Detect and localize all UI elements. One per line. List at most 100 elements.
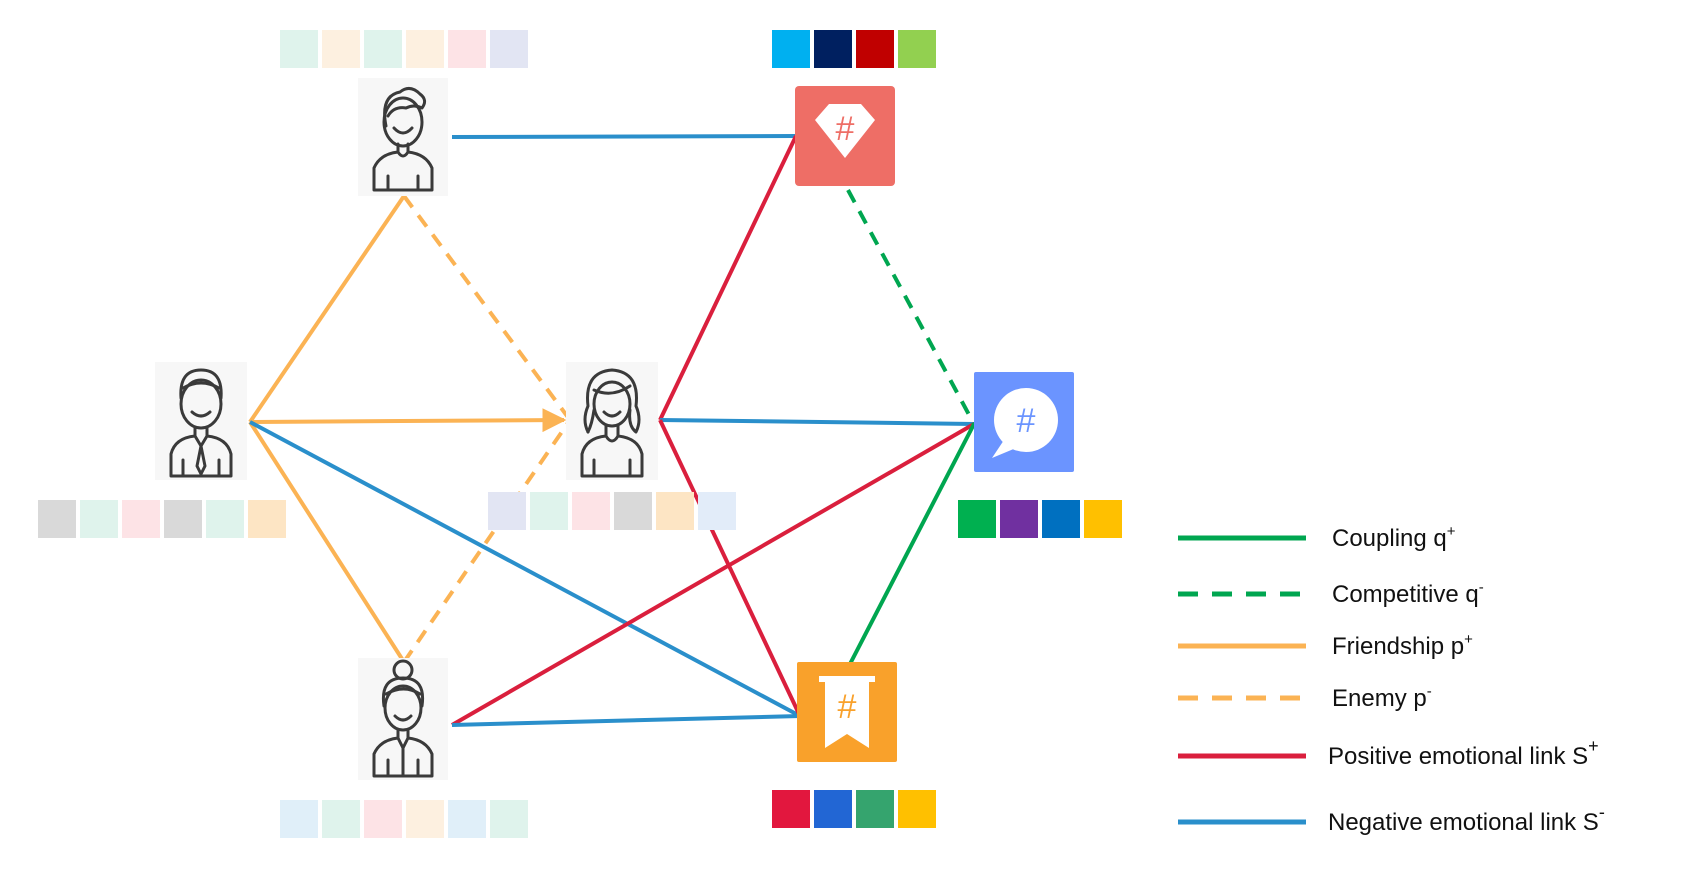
legend-label-text: Enemy p bbox=[1332, 685, 1427, 712]
hashtag-speech-bubble-icon: # bbox=[992, 388, 1058, 458]
swatch-group-tag-diamond bbox=[772, 30, 936, 68]
legend-item: Coupling q+ bbox=[1178, 523, 1456, 552]
attribute-swatch bbox=[898, 30, 936, 68]
attribute-swatch bbox=[122, 500, 160, 538]
man-with-quiff-icon bbox=[372, 87, 434, 192]
man-with-tie-icon bbox=[169, 368, 233, 478]
edge-negative-user_bottom-tag_banner bbox=[451, 714, 801, 727]
edge-competitive-tag_diamond-tag_speech bbox=[846, 189, 976, 425]
woman-hair-bun-icon bbox=[372, 659, 434, 778]
swatch-group-user-left bbox=[38, 500, 286, 538]
user-node-background bbox=[358, 78, 448, 196]
legend-label-superscript: + bbox=[1464, 631, 1473, 648]
legend-label: Coupling q+ bbox=[1332, 523, 1456, 552]
attribute-swatch bbox=[364, 30, 402, 68]
svg-text:#: # bbox=[836, 110, 855, 148]
attribute-swatch bbox=[958, 500, 996, 538]
attribute-swatch bbox=[248, 500, 286, 538]
legend-item: Enemy p- bbox=[1178, 683, 1432, 712]
swatch-group-user-top bbox=[280, 30, 528, 68]
attribute-swatch bbox=[488, 492, 526, 530]
edge-enemy-user_top-user_center bbox=[402, 194, 572, 422]
user-node-center[interactable] bbox=[566, 362, 658, 480]
legend-label-text: Coupling q bbox=[1332, 525, 1447, 552]
legend-label-superscript: - bbox=[1479, 579, 1484, 596]
attribute-swatch bbox=[772, 30, 810, 68]
legend-label: Enemy p- bbox=[1332, 683, 1432, 712]
user-node-top[interactable] bbox=[358, 78, 448, 196]
legend-item: Negative emotional link S- bbox=[1178, 802, 1605, 836]
legend-label-superscript: + bbox=[1447, 523, 1456, 540]
legend-item: Competitive q- bbox=[1178, 579, 1484, 608]
hashtag-diamond-icon: # bbox=[815, 104, 875, 158]
attribute-swatch bbox=[448, 800, 486, 838]
woman-long-hair-icon bbox=[580, 368, 644, 478]
attribute-swatches-layer bbox=[38, 30, 1122, 838]
legend-item: Friendship p+ bbox=[1178, 631, 1473, 660]
svg-text:#: # bbox=[1017, 402, 1036, 440]
tag-node-diamond[interactable]: # bbox=[795, 86, 895, 186]
edges-layer bbox=[248, 134, 976, 727]
attribute-swatch bbox=[38, 500, 76, 538]
attribute-swatch bbox=[448, 30, 486, 68]
svg-text:#: # bbox=[838, 688, 857, 726]
user-node-bottom[interactable] bbox=[358, 658, 448, 780]
edge-positive-user_center-tag_banner bbox=[658, 419, 802, 717]
tag-node-speech[interactable]: # bbox=[974, 372, 1074, 472]
attribute-swatch bbox=[80, 500, 118, 538]
edge-friendship-user_left-user_center bbox=[249, 408, 567, 433]
swatch-group-user-bottom bbox=[280, 800, 528, 838]
attribute-swatch bbox=[1042, 500, 1080, 538]
attribute-swatch bbox=[814, 30, 852, 68]
attribute-swatch bbox=[614, 492, 652, 530]
edge-positive-user_center-tag_diamond bbox=[658, 135, 798, 421]
attribute-swatch bbox=[814, 790, 852, 828]
attribute-swatch bbox=[898, 790, 936, 828]
attribute-swatch bbox=[698, 492, 736, 530]
attribute-swatch bbox=[322, 30, 360, 68]
attribute-swatch bbox=[206, 500, 244, 538]
hashtag-banner-icon: # bbox=[819, 676, 875, 748]
legend-label-superscript: - bbox=[1599, 802, 1605, 822]
legend-label-text: Positive emotional link S bbox=[1328, 743, 1588, 770]
legend-label-text: Friendship p bbox=[1332, 633, 1464, 660]
swatch-group-tag-banner bbox=[772, 790, 936, 828]
attribute-swatch bbox=[490, 30, 528, 68]
edge-positive-user_bottom-tag_speech bbox=[451, 422, 975, 727]
edge-friendship-user_left-user_bottom bbox=[248, 420, 406, 664]
attribute-swatch bbox=[772, 790, 810, 828]
attribute-swatch bbox=[1000, 500, 1038, 538]
legend-label-text: Negative emotional link S bbox=[1328, 809, 1599, 836]
attribute-swatch bbox=[856, 30, 894, 68]
legend-label: Friendship p+ bbox=[1332, 631, 1473, 660]
edge-negative-user_top-tag_diamond bbox=[451, 134, 797, 139]
attribute-swatch bbox=[656, 492, 694, 530]
swatch-group-tag-speech bbox=[958, 500, 1122, 538]
tag-node-banner[interactable]: # bbox=[797, 662, 897, 762]
user-node-left[interactable] bbox=[155, 362, 247, 480]
edge-negative-user_center-tag_speech bbox=[659, 418, 975, 426]
legend-item: Positive emotional link S+ bbox=[1178, 736, 1599, 770]
attribute-swatch bbox=[530, 492, 568, 530]
edge-friendship-user_top-user_left bbox=[248, 194, 406, 424]
edge-negative-user_left-tag_banner bbox=[249, 420, 801, 718]
attribute-swatch bbox=[1084, 500, 1122, 538]
user-node-background bbox=[566, 362, 658, 480]
attribute-swatch bbox=[280, 30, 318, 68]
attribute-swatch bbox=[164, 500, 202, 538]
attribute-swatch bbox=[280, 800, 318, 838]
attribute-swatch bbox=[406, 30, 444, 68]
edge-coupling-tag_speech-tag_banner bbox=[848, 423, 976, 665]
legend-label: Negative emotional link S- bbox=[1328, 802, 1605, 836]
attribute-swatch bbox=[406, 800, 444, 838]
legend: Coupling q+Competitive q-Friendship p+En… bbox=[1178, 523, 1605, 836]
attribute-swatch bbox=[322, 800, 360, 838]
attribute-swatch bbox=[572, 492, 610, 530]
attribute-swatch bbox=[490, 800, 528, 838]
legend-label-text: Competitive q bbox=[1332, 581, 1479, 608]
edge-enemy-user_bottom-user_center bbox=[402, 418, 572, 664]
attribute-swatch bbox=[364, 800, 402, 838]
legend-label: Competitive q- bbox=[1332, 579, 1484, 608]
legend-label-superscript: + bbox=[1588, 736, 1599, 756]
